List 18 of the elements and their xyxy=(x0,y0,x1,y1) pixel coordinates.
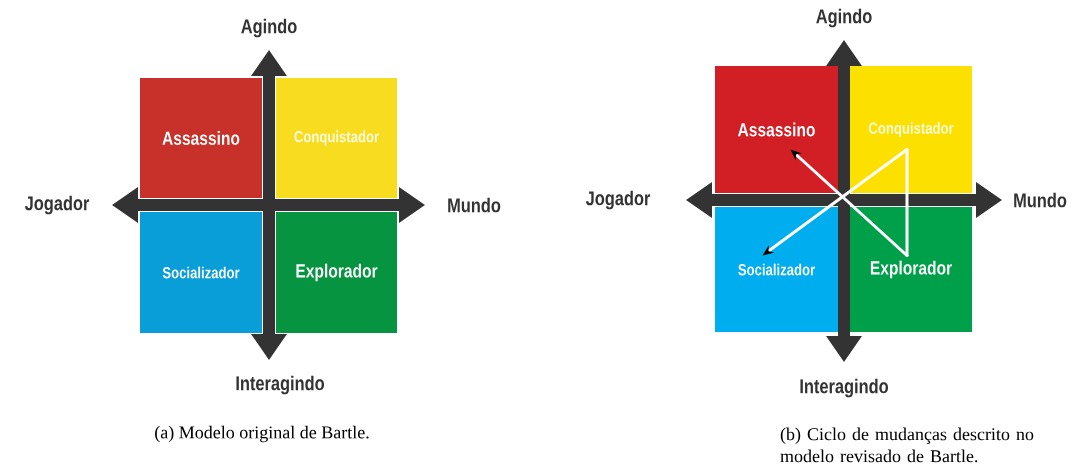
axis-label: Agindo xyxy=(816,8,872,28)
axis-label: Interagindo xyxy=(236,375,324,395)
axis-label: Mundo xyxy=(1014,192,1067,208)
quadrant-box: Conquistador xyxy=(276,78,397,198)
axis-label: Interagindo xyxy=(800,378,888,398)
quadrant-box: Assassino xyxy=(140,78,262,198)
caption: (b) Ciclo de mudanças descrito no modelo revisado de Bartle. xyxy=(780,427,1034,463)
quadrant-box: Assassino xyxy=(715,66,838,193)
axis-label: Agindo xyxy=(241,18,297,38)
axis-label: Mundo xyxy=(448,197,501,213)
axis-label: Jogador xyxy=(24,195,90,215)
quadrant-box: Socializador xyxy=(140,212,262,333)
caption: (a) Modelo original de Bartle. xyxy=(155,425,369,443)
quadrant-box: Explorador xyxy=(850,207,972,332)
quadrant-box: Explorador xyxy=(276,212,397,333)
quadrant-box: Socializador xyxy=(715,207,838,332)
axis-label: Jogador xyxy=(585,190,651,210)
quadrant-box: Conquistador xyxy=(850,66,972,193)
